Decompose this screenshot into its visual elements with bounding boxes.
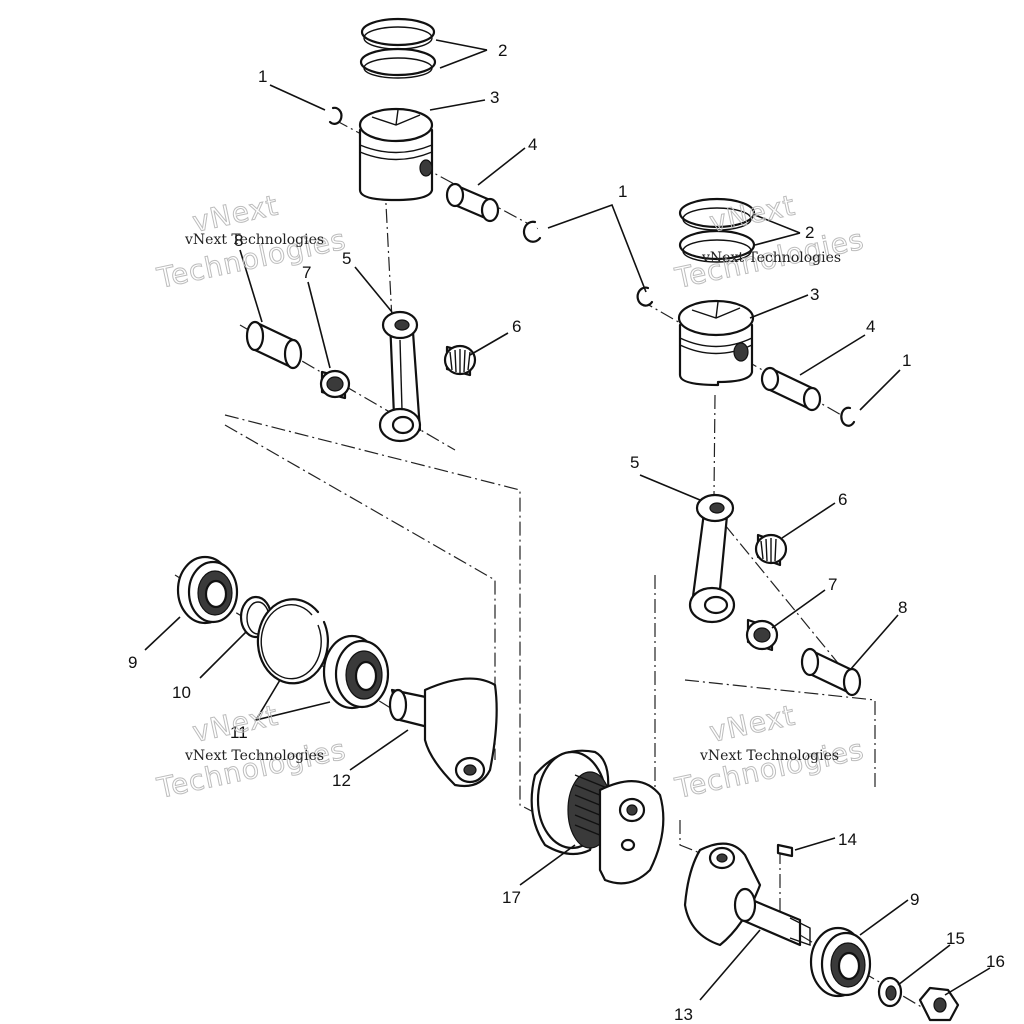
piston-left [358, 107, 434, 202]
leader-lines [144, 39, 991, 1001]
callout-center-crank: 17 [502, 888, 521, 907]
callout-crank-half-right: 13 [674, 1005, 693, 1024]
callout-nut: 16 [986, 952, 1005, 971]
callout-clip-right: 1 [902, 351, 911, 370]
bearing-set [256, 598, 390, 710]
needle-bearing-right [754, 533, 788, 567]
callout-needle-left: 6 [512, 317, 521, 336]
callout-labels: 2 1 3 4 1 2 3 4 1 8 7 5 6 5 6 7 8 9 10 1… [128, 41, 1005, 1024]
callout-rod-right: 5 [630, 453, 639, 472]
callout-ring-left: 2 [498, 41, 507, 60]
crank-half-left [388, 677, 498, 788]
callout-sleeve-left: 8 [234, 231, 243, 250]
svg-text:vNext Technologies: vNext Technologies [699, 748, 839, 764]
svg-text:vNext Technologies: vNext Technologies [184, 748, 324, 764]
piston-rings-left [359, 17, 437, 79]
callout-ring-right: 2 [805, 223, 814, 242]
callout-snapring: 10 [172, 683, 191, 702]
svg-text:vNext Technologies: vNext Technologies [701, 250, 841, 266]
callout-clip-left-top: 1 [258, 67, 267, 86]
svg-text:Technologies: Technologies [154, 733, 350, 805]
callout-sleeve-right: 8 [898, 598, 907, 617]
callout-key: 14 [838, 830, 857, 849]
callout-crank-half-left: 12 [332, 771, 351, 790]
piston-right [677, 299, 755, 387]
ball-bearing-left [176, 555, 239, 625]
callout-rod-left: 5 [342, 249, 351, 268]
callout-washer: 15 [946, 929, 965, 948]
hex-nut [918, 986, 960, 1022]
roller-bearing-right [745, 618, 779, 652]
needle-bearing-left [443, 344, 477, 377]
woodruff-key [776, 843, 794, 858]
piston-rings-right [678, 197, 756, 263]
callout-needle-right: 6 [838, 490, 847, 509]
sleeve-right [800, 647, 862, 697]
ball-bearing-right [809, 926, 872, 998]
callout-bearing-right: 9 [910, 890, 919, 909]
watermark-top-left: vNext Technologies vNext Technologies [153, 188, 350, 296]
watermark-bottom-right: vNext Technologies vNext Technologies [671, 698, 868, 806]
svg-text:Technologies: Technologies [672, 733, 868, 805]
callout-piston-left: 3 [490, 88, 499, 107]
svg-text:vNext Technologies: vNext Technologies [184, 232, 324, 248]
roller-bearing-left [319, 369, 351, 400]
crank-half-right [683, 842, 811, 947]
washer [877, 976, 903, 1008]
callout-pin-left: 4 [528, 135, 537, 154]
svg-text:vNext: vNext [707, 189, 799, 239]
piston-pin-left [445, 182, 500, 223]
connecting-rod-left [378, 310, 422, 443]
callout-bearing-left: 9 [128, 653, 137, 672]
sleeve-left [245, 320, 303, 370]
center-crankshaft [530, 749, 665, 885]
callout-bearing-set: 11 [230, 723, 248, 742]
callout-roller-left: 7 [302, 263, 311, 282]
callout-clip-center: 1 [618, 182, 627, 201]
callout-pin-right: 4 [866, 317, 875, 336]
callout-piston-right: 3 [810, 285, 819, 304]
callout-roller-right: 7 [828, 575, 837, 594]
watermark-bottom-left: vNext Technologies vNext Technologies [153, 698, 350, 806]
piston-pin-right [760, 366, 822, 412]
svg-text:vNext: vNext [707, 699, 799, 749]
connecting-rod-right [688, 493, 736, 624]
